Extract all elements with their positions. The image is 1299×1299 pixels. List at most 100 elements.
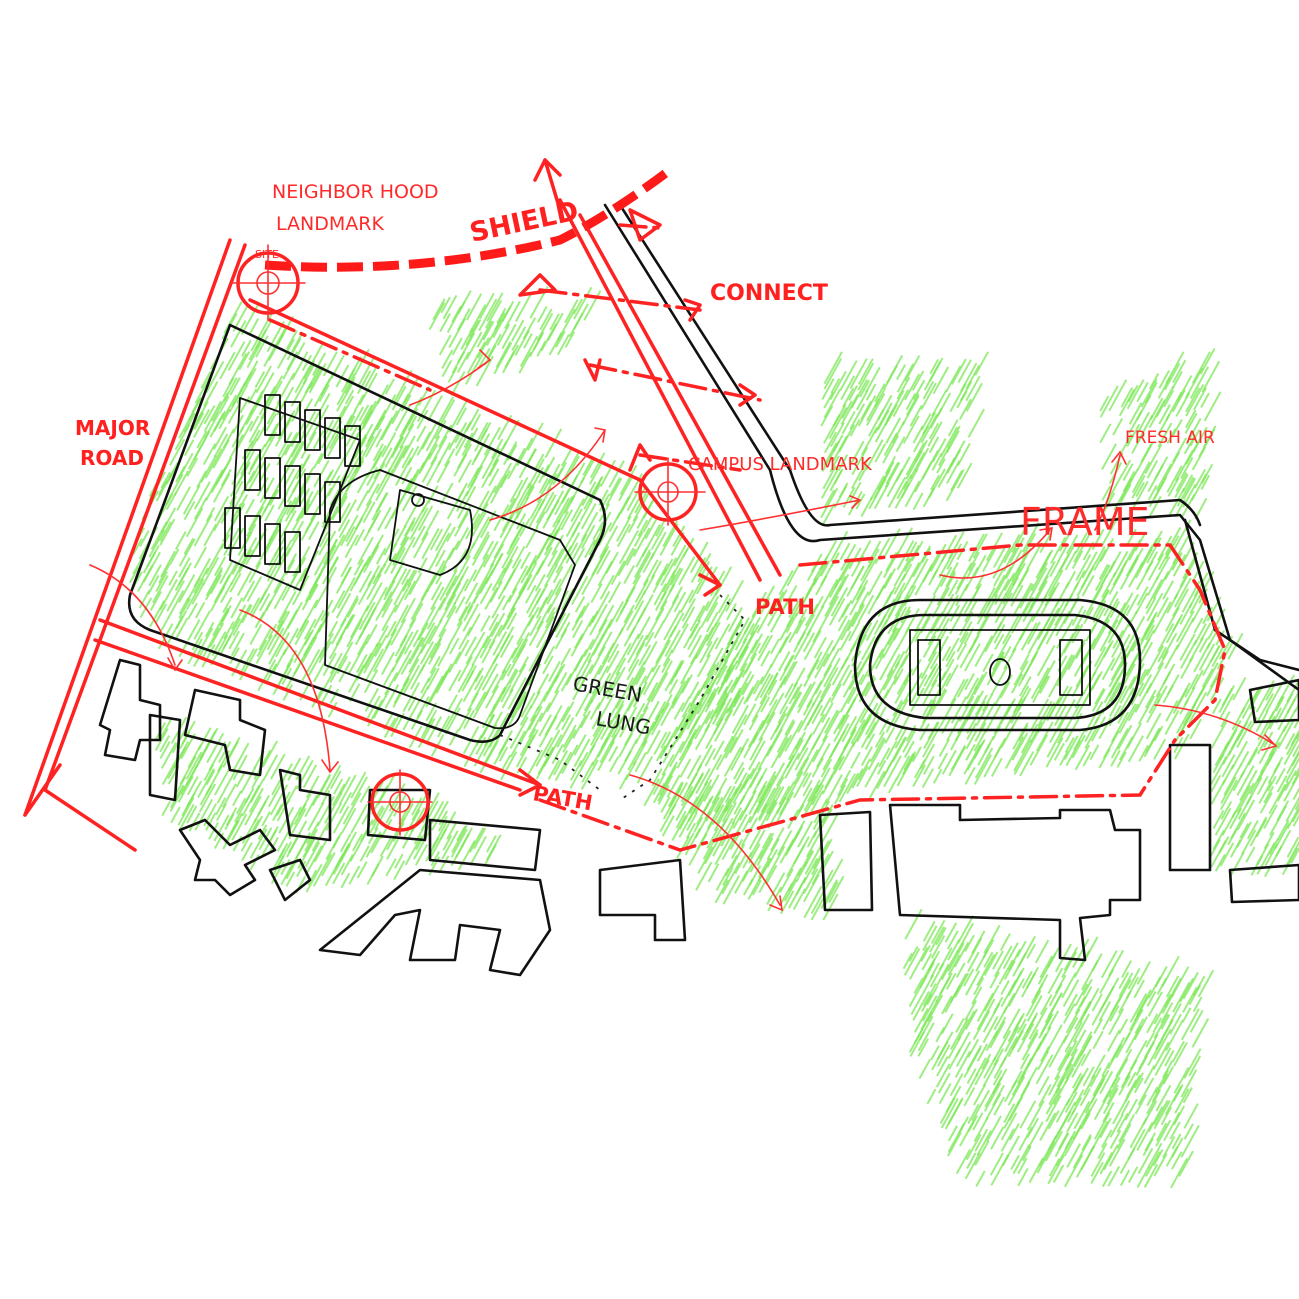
hatch-stroke xyxy=(784,752,800,779)
hatch-stroke xyxy=(851,446,869,476)
hatch-stroke xyxy=(313,838,329,863)
hatch-stroke xyxy=(949,383,967,413)
hatch-stroke xyxy=(393,369,413,403)
hatch-stroke xyxy=(673,544,687,567)
hatch-stroke xyxy=(448,729,460,746)
hatch-stroke xyxy=(177,797,195,826)
hatch-stroke xyxy=(819,696,832,717)
hatch-stroke xyxy=(761,832,773,850)
hatch-stroke xyxy=(348,664,365,693)
hatch-stroke xyxy=(715,692,729,714)
hatch-stroke xyxy=(148,529,166,558)
hatch-stroke xyxy=(213,433,229,458)
hatch-stroke xyxy=(839,686,856,713)
hatch-stroke xyxy=(516,614,535,646)
hatch-stroke xyxy=(1032,675,1049,703)
hatch-stroke xyxy=(681,702,692,718)
hatch-stroke xyxy=(928,436,940,454)
hatch-stroke xyxy=(447,540,460,560)
hatch-stroke xyxy=(633,702,646,723)
hatch-stroke xyxy=(535,736,554,767)
hatch-stroke xyxy=(259,431,278,461)
hatch-stroke xyxy=(483,844,497,867)
hatch-stroke xyxy=(574,687,593,717)
hatch-stroke xyxy=(767,776,785,806)
hatch-stroke xyxy=(600,719,613,741)
hatch-stroke xyxy=(1265,684,1276,701)
hatch-stroke xyxy=(914,447,930,473)
hatch-stroke xyxy=(945,664,959,687)
hatch-stroke xyxy=(893,654,908,679)
hatch-stroke xyxy=(965,1133,982,1161)
hatch-stroke xyxy=(248,318,260,335)
hatch-stroke xyxy=(965,562,977,580)
hatch-stroke xyxy=(542,655,554,675)
hatch-stroke xyxy=(730,669,746,694)
hatch-stroke xyxy=(993,566,1012,598)
hatch-stroke xyxy=(288,808,307,840)
hatch-stroke xyxy=(274,419,292,447)
hatch-stroke xyxy=(874,402,893,434)
hatch-stroke xyxy=(634,589,647,611)
hatch-stroke xyxy=(956,562,973,590)
hatch-stroke xyxy=(484,299,503,329)
hatch-stroke xyxy=(1157,622,1175,652)
hatch-stroke xyxy=(910,993,924,1016)
hatch-stroke xyxy=(756,788,772,814)
hatch-stroke xyxy=(527,606,540,627)
hatch-stroke xyxy=(475,422,489,444)
hatch-stroke xyxy=(437,396,455,425)
hatch-stroke xyxy=(884,726,896,744)
hatch-stroke xyxy=(259,489,278,520)
hatch-stroke xyxy=(491,567,507,592)
hatch-stroke xyxy=(536,312,554,341)
hatch-stroke xyxy=(342,792,362,825)
hatch-stroke xyxy=(264,504,275,522)
hatch-stroke xyxy=(778,734,793,759)
hatch-stroke xyxy=(833,714,850,743)
hatch-stroke xyxy=(1146,1013,1159,1034)
hatch-stroke xyxy=(169,785,186,812)
hatch-stroke xyxy=(937,689,948,705)
hatch-stroke xyxy=(722,875,741,905)
hatch-stroke xyxy=(486,292,504,322)
hatch-stroke xyxy=(1118,1074,1131,1096)
hatch-stroke xyxy=(956,462,973,489)
hatch-stroke xyxy=(1108,1076,1121,1098)
hatch-stroke xyxy=(1188,691,1208,724)
hatch-stroke xyxy=(812,624,824,643)
hatch-stroke xyxy=(410,588,430,620)
hatch-stroke xyxy=(1103,591,1119,617)
hatch-stroke xyxy=(760,650,771,667)
hatch-stroke xyxy=(671,716,690,749)
hatch-stroke xyxy=(597,522,613,547)
hatch-stroke xyxy=(1146,1089,1162,1115)
hatch-stroke xyxy=(438,810,449,826)
hatch-stroke xyxy=(989,1152,1004,1176)
hatch-stroke xyxy=(466,692,479,712)
hatch-stroke xyxy=(756,837,774,867)
hatch-stroke xyxy=(758,711,776,741)
hatch-stroke xyxy=(920,382,937,410)
hatch-stroke xyxy=(644,518,658,540)
hatch-stroke xyxy=(516,482,531,506)
hatch-stroke xyxy=(1164,526,1182,555)
hatch-stroke xyxy=(265,412,277,432)
hatch-stroke xyxy=(1174,733,1190,760)
hatch-stroke xyxy=(227,341,246,372)
hatch-stroke xyxy=(990,757,1003,777)
hatch-stroke xyxy=(609,698,622,717)
hatch-stroke xyxy=(967,951,980,973)
hatch-stroke xyxy=(527,499,546,530)
hatch-stroke xyxy=(765,692,785,725)
hatch-stroke xyxy=(751,591,768,618)
hatch-stroke xyxy=(973,728,988,752)
hatch-stroke xyxy=(1126,379,1145,410)
hatch-stroke xyxy=(429,637,443,659)
hatch-stroke xyxy=(267,627,285,656)
hatch-stroke xyxy=(765,801,778,822)
hatch-stroke xyxy=(537,305,548,323)
hatch-stroke xyxy=(671,677,690,709)
hatch-stroke xyxy=(149,591,163,612)
hatch-stroke xyxy=(1084,725,1099,749)
